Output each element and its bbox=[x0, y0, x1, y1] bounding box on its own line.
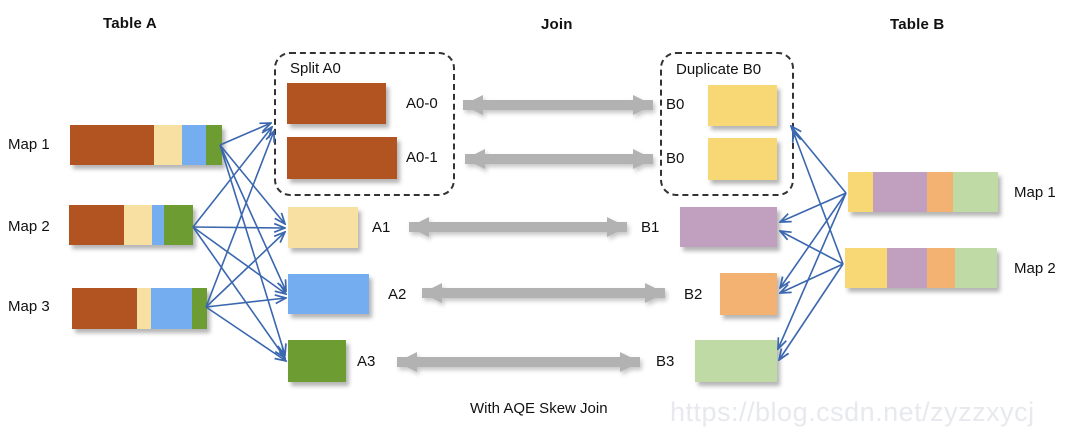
map2-left-label: Map 2 bbox=[8, 218, 50, 235]
map3-left-label: Map 3 bbox=[8, 298, 50, 315]
map-segment-brown bbox=[72, 288, 137, 329]
partition-b0a-label: B0 bbox=[666, 96, 685, 113]
map1-left-bar bbox=[70, 125, 222, 165]
map-segment-cream bbox=[137, 288, 151, 329]
partition-b1-label: B1 bbox=[641, 219, 660, 236]
partition-a2-label: A2 bbox=[388, 286, 407, 303]
map2-right-label: Map 2 bbox=[1014, 260, 1056, 277]
map-segment-purple bbox=[887, 248, 927, 288]
partition-b2-box bbox=[720, 273, 777, 315]
map1-right-label: Map 1 bbox=[1014, 184, 1056, 201]
map-segment-light_green bbox=[953, 172, 998, 212]
partition-b0b-label: B0 bbox=[666, 150, 685, 167]
partition-b1-box bbox=[680, 207, 777, 247]
map-segment-orange bbox=[927, 172, 953, 212]
map-segment-cream bbox=[124, 205, 152, 245]
split-a0-label: Split A0 bbox=[290, 60, 341, 77]
partition-b0b-box bbox=[708, 138, 777, 180]
partition-a1-label: A1 bbox=[372, 219, 391, 236]
table-a-title: Table A bbox=[103, 15, 157, 32]
map-segment-cream bbox=[154, 125, 182, 165]
map-segment-brown bbox=[69, 205, 124, 245]
partition-a1-box bbox=[288, 207, 358, 248]
map-segment-blue bbox=[152, 205, 164, 245]
partition-a3-label: A3 bbox=[357, 353, 376, 370]
partition-a0-0-label: A0-0 bbox=[406, 95, 438, 112]
map-segment-green bbox=[192, 288, 207, 329]
duplicate-b0-group bbox=[660, 52, 794, 196]
partition-b2-label: B2 bbox=[684, 286, 703, 303]
partition-a3-box bbox=[288, 340, 346, 382]
map-segment-brown bbox=[70, 125, 154, 165]
partition-a2-box bbox=[288, 274, 369, 314]
map-segment-light_green bbox=[955, 248, 997, 288]
map2-left-bar bbox=[69, 205, 193, 245]
join-title: Join bbox=[541, 16, 573, 33]
map-segment-green bbox=[164, 205, 193, 245]
partition-b3-box bbox=[695, 340, 777, 382]
table-b-title: Table B bbox=[890, 16, 945, 33]
map-segment-purple bbox=[873, 172, 927, 212]
map1-right-bar bbox=[848, 172, 998, 212]
map-segment-green bbox=[206, 125, 222, 165]
watermark-text: https://blog.csdn.net/zyzzxycj bbox=[670, 397, 1035, 427]
map3-left-bar bbox=[72, 288, 207, 329]
split-a0-group bbox=[274, 52, 455, 196]
map1-left-label: Map 1 bbox=[8, 136, 50, 153]
partition-a0-0-box bbox=[287, 83, 386, 124]
partition-a0-1-label: A0-1 bbox=[406, 149, 438, 166]
map-segment-yellow bbox=[845, 248, 887, 288]
map-segment-yellow bbox=[848, 172, 873, 212]
partition-b0a-box bbox=[708, 85, 777, 126]
map2-right-bar bbox=[845, 248, 997, 288]
partition-a0-1-box bbox=[287, 137, 397, 179]
map-segment-blue bbox=[151, 288, 192, 329]
duplicate-b0-label: Duplicate B0 bbox=[676, 61, 762, 78]
map-segment-blue bbox=[182, 125, 206, 165]
map-segment-orange bbox=[927, 248, 955, 288]
diagram-caption: With AQE Skew Join bbox=[470, 400, 608, 417]
partition-b3-label: B3 bbox=[656, 353, 675, 370]
